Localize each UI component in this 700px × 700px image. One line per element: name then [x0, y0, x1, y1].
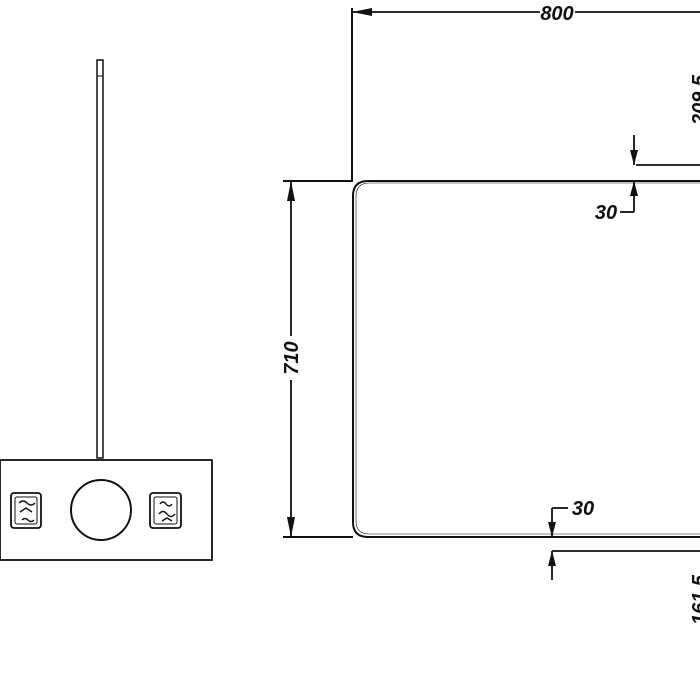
round-button: [70, 479, 132, 541]
width-label: 800: [540, 3, 573, 25]
bottom-offset-label: 30: [572, 498, 594, 520]
front-view: [352, 180, 700, 538]
right-top-label: 209.5: [689, 74, 700, 126]
right-bottom-label: 161.5: [689, 574, 700, 625]
mirror-panel: [352, 180, 700, 538]
right-bottom-dimension: 161.5: [689, 574, 700, 625]
height-dimension: 710: [281, 180, 353, 538]
top-offset-label: 30: [595, 202, 617, 224]
side-view: [0, 59, 213, 561]
control-panel: [0, 459, 213, 561]
defog-icon: [10, 492, 42, 529]
width-dimension: 800: [351, 3, 700, 181]
height-label: 710: [281, 341, 303, 374]
mirror-inner-edge: [355, 182, 700, 535]
rod: [96, 59, 104, 459]
bottom-offset-dimension: 30: [548, 498, 700, 580]
top-offset-dimension: 30: [595, 135, 638, 224]
right-top-dimension: 209.5: [636, 74, 700, 166]
heater-icon: [149, 492, 182, 529]
